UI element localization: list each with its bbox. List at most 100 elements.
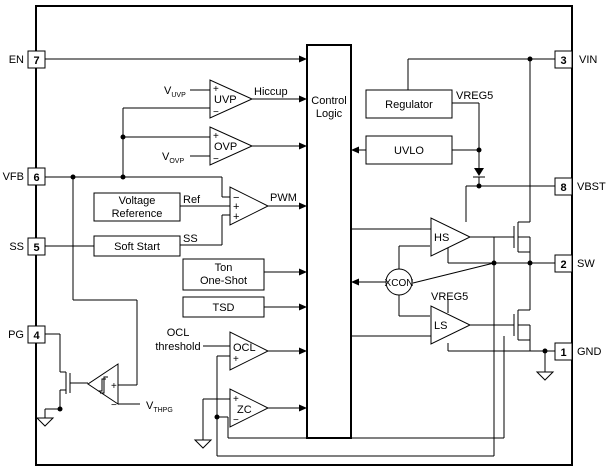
pin-en: 7 EN — [9, 50, 46, 69]
v-ovp-label: VOVP — [162, 151, 184, 165]
svg-text:+: + — [213, 84, 219, 95]
wires — [44, 55, 555, 457]
svg-text:−: − — [213, 107, 219, 118]
bootstrap-diode — [473, 168, 485, 178]
voltage-reference-line1: Voltage — [119, 195, 156, 207]
ocl-threshold-line2: threshold — [155, 341, 200, 353]
pin-vin-number: 3 — [560, 55, 566, 67]
high-side-mosfet — [513, 221, 531, 253]
hiccup-label: Hiccup — [254, 86, 288, 98]
pin-en-number: 7 — [33, 55, 39, 67]
pin-gnd-number: 1 — [560, 347, 566, 359]
svg-text:VUVP: VUVP — [164, 85, 186, 99]
hs-driver: HS — [430, 217, 472, 257]
pin-vbst-name: VBST — [577, 181, 606, 193]
svg-text:VTHPG: VTHPG — [146, 400, 173, 414]
pin-vbst: 8 VBST — [554, 177, 606, 196]
pin-ss: 5 SS — [9, 237, 46, 256]
v-uvp-label: VUVP — [164, 85, 186, 99]
xcon-label: XCON — [385, 278, 414, 289]
svg-text:+: + — [233, 354, 239, 365]
ton-label-line2: One-Shot — [200, 275, 247, 287]
v-thpg-main: V — [146, 400, 154, 412]
low-side-mosfet — [513, 297, 531, 351]
junctions — [57, 56, 548, 420]
pin-en-name: EN — [9, 54, 24, 66]
tsd-block: TSD — [182, 296, 265, 318]
voltage-reference-line2: Reference — [112, 208, 163, 220]
control-logic-label-line2: Logic — [316, 108, 343, 120]
ovp-comparator: OVP + − — [209, 126, 254, 166]
pwm-sign-2: + — [233, 201, 239, 213]
pin-pg-name: PG — [8, 329, 24, 341]
pin-vin: 3 VIN — [554, 50, 597, 69]
svg-text:−: − — [233, 415, 239, 426]
soft-start-block: Soft Start — [93, 235, 181, 257]
v-uvp-sub: UVP — [171, 92, 186, 99]
ovp-label: OVP — [214, 141, 237, 153]
pin-vfb-number: 6 — [33, 172, 39, 184]
xcon-block: XCON — [385, 268, 414, 296]
soft-start-label: Soft Start — [114, 241, 160, 253]
uvp-label: UVP — [214, 94, 237, 106]
pin-pg-number: 4 — [33, 330, 40, 342]
v-thpg-sub: THPG — [153, 407, 172, 414]
svg-text:+: + — [213, 131, 219, 142]
ton-one-shot-block: Ton One-Shot — [182, 258, 265, 291]
pin-gnd: 1 GND — [554, 342, 602, 361]
ton-label-line1: Ton — [215, 262, 233, 274]
pin-ss-number: 5 — [33, 242, 39, 254]
pin-sw: 2 SW — [554, 254, 595, 273]
uvlo-label: UVLO — [394, 145, 424, 157]
ground-symbol-zc — [193, 439, 213, 449]
voltage-reference-block: Voltage Reference — [93, 192, 181, 222]
pin-pg: 4 PG — [8, 325, 46, 344]
ocl-threshold-line1: OCL — [167, 327, 190, 339]
vreg5-top-label: VREG5 — [456, 90, 493, 102]
uvp-comparator: UVP + − — [209, 79, 254, 119]
ground-symbol-gnd — [535, 371, 555, 381]
pin-vin-name: VIN — [579, 54, 597, 66]
ocl-comparator: OCL + — [229, 331, 270, 371]
svg-text:−: − — [111, 400, 117, 411]
pwm-sign-3: + — [233, 211, 239, 223]
pin-vfb-name: VFB — [3, 171, 24, 183]
pin-vbst-number: 8 — [560, 182, 566, 194]
pwm-comparator: − + + — [229, 186, 270, 226]
pin-ss-name: SS — [9, 241, 24, 253]
zc-label: ZC — [237, 404, 252, 416]
pin-sw-number: 2 — [560, 259, 566, 271]
tsd-label: TSD — [213, 302, 235, 314]
control-logic-label-line1: Control — [311, 95, 346, 107]
ss-signal-label: SS — [183, 233, 198, 245]
hs-label: HS — [434, 232, 449, 244]
ls-label: LS — [434, 320, 447, 332]
pwm-label: PWM — [270, 192, 297, 204]
ls-driver: LS — [430, 305, 472, 345]
pg-comparator: + − — [87, 363, 119, 411]
ocl-threshold-label: OCL threshold — [155, 327, 200, 353]
ground-symbol-pg — [35, 417, 55, 427]
vreg5-ls-label: VREG5 — [431, 291, 468, 303]
v-uvp-main: V — [164, 85, 172, 97]
v-thpg-label: VTHPG — [146, 400, 173, 414]
zc-comparator: ZC + − — [229, 388, 270, 428]
pin-vfb: 6 VFB — [3, 167, 46, 186]
svg-text:+: + — [111, 381, 117, 392]
svg-text:VOVP: VOVP — [162, 151, 184, 165]
pg-mosfet — [60, 371, 71, 394]
pin-gnd-name: GND — [577, 346, 602, 358]
v-ovp-main: V — [162, 151, 170, 163]
pin-sw-name: SW — [577, 258, 595, 270]
svg-text:−: − — [213, 154, 219, 165]
chip-outline — [35, 5, 573, 466]
ocl-label: OCL — [233, 342, 256, 354]
svg-text:+: + — [233, 394, 239, 405]
v-ovp-sub: OVP — [169, 158, 184, 165]
regulator-label: Regulator — [385, 99, 433, 111]
ref-label: Ref — [183, 194, 201, 206]
uvlo-block: UVLO — [365, 135, 453, 165]
regulator-block: Regulator — [365, 89, 453, 119]
pwm-sign-1: − — [233, 192, 239, 204]
